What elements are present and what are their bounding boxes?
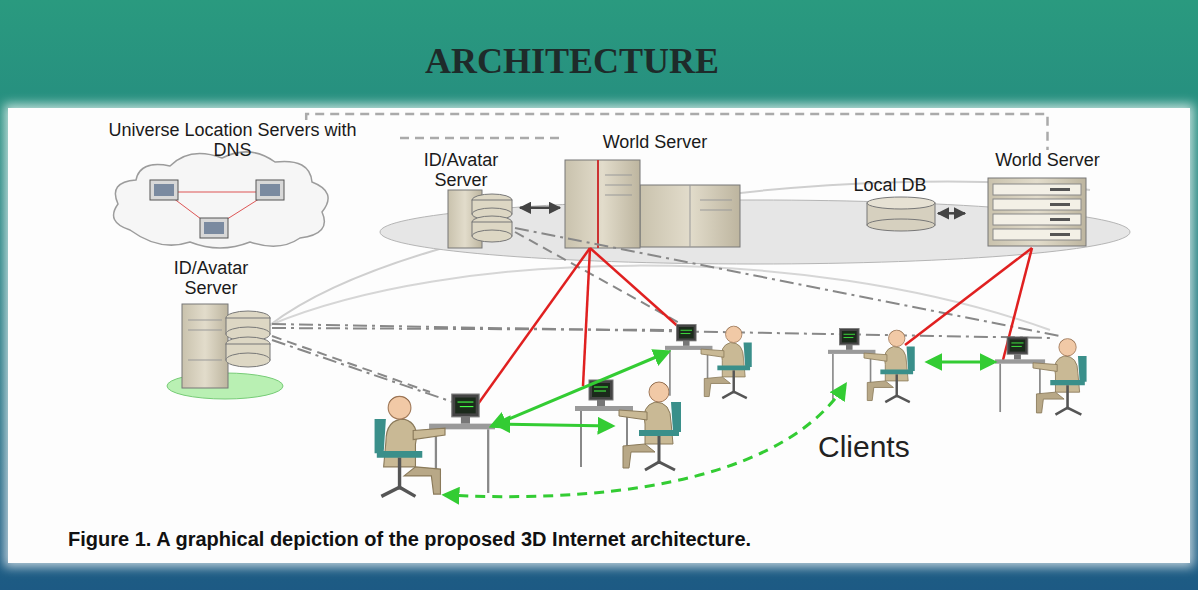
server-node: ID/Avatar Server [402, 150, 520, 255]
connector [520, 207, 560, 210]
node-label: Universe Location Servers with DNS [102, 120, 364, 160]
figure-caption: Figure 1. A graphical depiction of the p… [68, 528, 751, 551]
server-node: Universe Location Servers with DNS [65, 120, 400, 250]
server-node: Local DB [842, 175, 938, 233]
text-label: Clients [818, 430, 910, 464]
node-label: World Server [968, 150, 1128, 170]
node-label: ID/Avatar Server [415, 150, 507, 190]
node-label: World Server [565, 132, 745, 152]
connector [400, 137, 560, 140]
server-node: World Server [560, 132, 750, 250]
slide-title: ARCHITECTURE [425, 40, 719, 82]
server-node: ID/Avatar Server [145, 258, 277, 394]
server-node: World Server [965, 150, 1130, 250]
node-label: ID/Avatar Server [165, 258, 257, 298]
node-label: Local DB [842, 175, 938, 195]
connector [938, 212, 965, 215]
